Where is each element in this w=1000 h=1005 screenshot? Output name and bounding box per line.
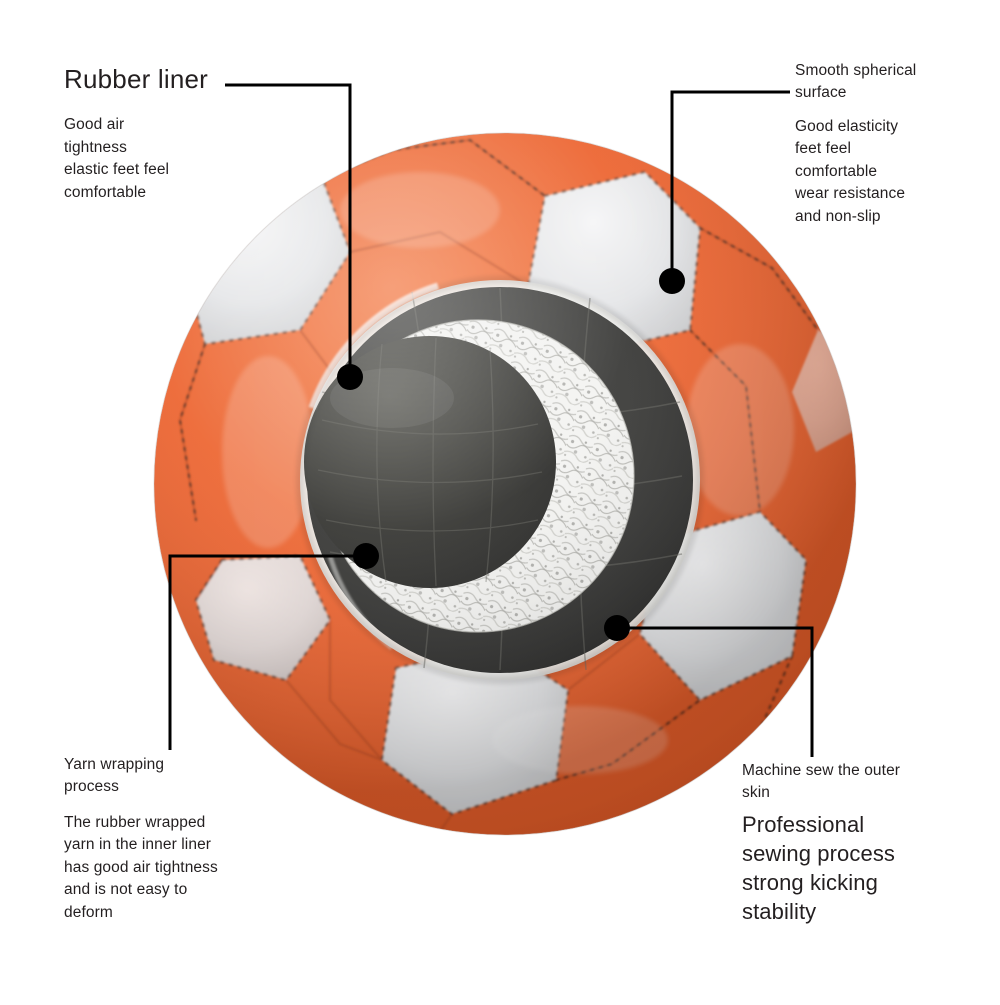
callout-smooth-surface: Smooth spherical surface Good elasticity…: [795, 60, 995, 228]
ball-body: [154, 133, 856, 835]
callout-smooth-surface-body: Good elasticity feet feel comfortable we…: [795, 118, 906, 225]
callout-rubber-liner-body: Good air tightness elastic feet feel com…: [64, 116, 170, 201]
callout-yarn-wrapping: Yarn wrapping process The rubber wrapped…: [64, 754, 324, 924]
sphere-shading: [154, 133, 856, 835]
callout-machine-sew-body: Professional sewing process strong kicki…: [742, 812, 896, 925]
callout-rubber-liner-title: Rubber liner: [64, 64, 209, 94]
ball-outline: [153, 132, 857, 836]
callout-yarn-wrapping-body: The rubber wrapped yarn in the inner lin…: [64, 814, 218, 921]
callout-machine-sew: Machine sew the outer skin Professional …: [742, 760, 992, 926]
callout-smooth-surface-title: Smooth spherical surface: [795, 62, 917, 101]
callout-machine-sew-title: Machine sew the outer skin: [742, 762, 901, 801]
callout-yarn-wrapping-title: Yarn wrapping process: [64, 756, 165, 795]
callout-rubber-liner: Rubber liner Good air tightness elastic …: [64, 64, 314, 204]
